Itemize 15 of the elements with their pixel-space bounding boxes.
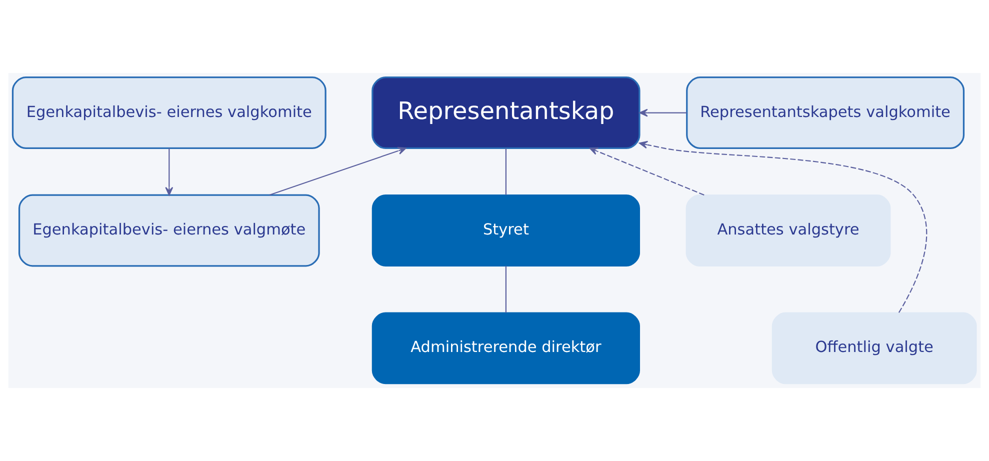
arrow <box>639 108 687 117</box>
arrow <box>269 146 406 196</box>
node-box: Administrerende direktør <box>372 312 640 384</box>
connector <box>505 266 506 313</box>
arrow <box>639 140 928 313</box>
arrow <box>589 147 704 196</box>
node-box: Egenkapitalbevis- eiernes valgkomite <box>12 76 326 150</box>
node-box: Representantskap <box>372 76 640 150</box>
arrow <box>165 148 174 196</box>
node-box: Ansattes valgstyre <box>686 194 891 266</box>
node-box: Egenkapitalbevis- eiernes valgmøte <box>18 194 320 267</box>
node-box: Styret <box>372 194 640 266</box>
node-box: Offentlig valgte <box>772 312 977 384</box>
connector <box>505 148 506 195</box>
node-box: Representantskapets valgkomite <box>686 76 965 150</box>
